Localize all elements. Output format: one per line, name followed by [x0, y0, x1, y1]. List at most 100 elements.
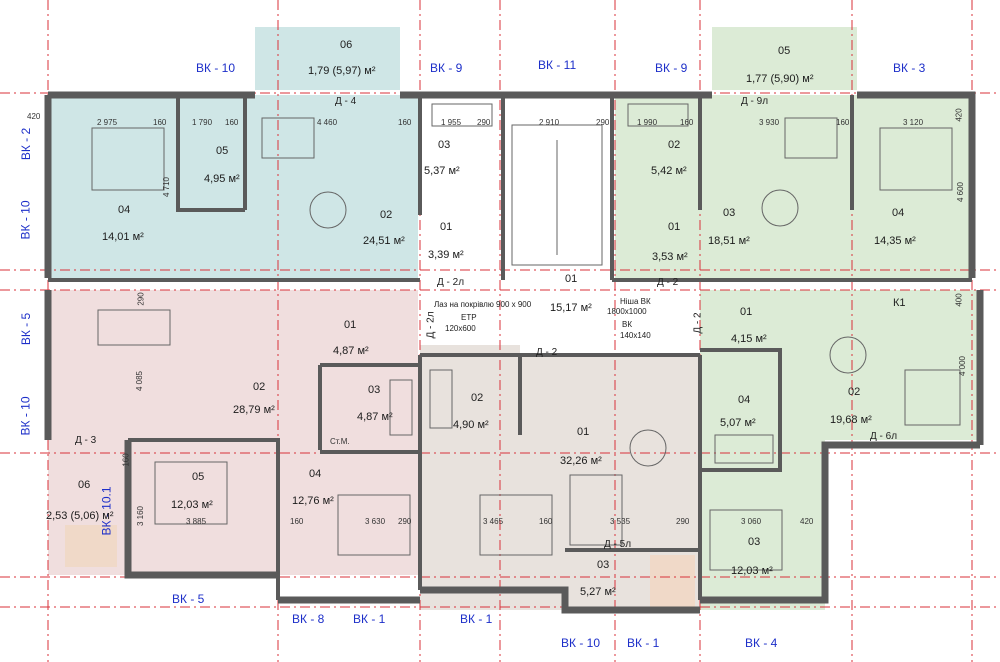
niche-size-note: 1800х1000	[607, 307, 647, 316]
dim-label: 1 990	[637, 118, 658, 127]
axis-label-bottom-1: ВК - 5	[172, 592, 205, 606]
area-label: 32,26 м²	[560, 455, 602, 467]
axis-label-left-1: ВК - 2	[19, 127, 34, 161]
table-green	[761, 189, 799, 227]
room-number: 04	[892, 207, 905, 219]
room-number: 01	[668, 221, 681, 233]
room-number: 03	[723, 207, 736, 219]
dim-label: 290	[596, 118, 610, 127]
dim-label: 290	[136, 292, 146, 306]
area-label: 4,90 м²	[453, 419, 489, 431]
room-number: 01	[740, 306, 753, 318]
tub-pink	[389, 379, 413, 436]
room-number: 02	[253, 381, 266, 393]
tub-green	[627, 103, 689, 127]
room-number: 05	[192, 471, 205, 483]
axis-label-left-2: ВК - 10	[18, 200, 33, 240]
dim-label: 3 060	[741, 517, 762, 526]
wall-bottom-beige	[420, 586, 700, 614]
axis-label-top-5: ВК - 3	[893, 61, 926, 75]
dim-label: 420	[954, 108, 964, 122]
axis-label-left-4: ВК - 10	[18, 396, 33, 436]
area-label: 19,68 м²	[830, 414, 872, 426]
room-number: 03	[368, 384, 381, 396]
dim-label: 290	[676, 517, 690, 526]
dim-label: 3 630	[365, 517, 386, 526]
area-label: 4,87 м²	[333, 345, 369, 357]
dim-label: 2 910	[539, 118, 560, 127]
room-number: 06	[340, 39, 353, 51]
area-label: 28,79 м²	[233, 404, 275, 416]
axis-label-bottom-2: ВК - 8	[292, 612, 325, 626]
axis-label-left-3: ВК - 5	[19, 312, 34, 346]
dim-label: 160	[680, 118, 694, 127]
area-label: 15,17 м²	[550, 302, 592, 314]
balcony-06-top-fill	[255, 27, 400, 90]
stm-label: Ст.М.	[330, 437, 350, 446]
bed-pink-05	[154, 461, 228, 525]
area-label: 12,76 м²	[292, 495, 334, 507]
room-number: 06	[78, 479, 91, 491]
dim-label: 3 885	[186, 517, 207, 526]
room-number: 01	[344, 319, 357, 331]
etr-note: ЕТР	[461, 313, 477, 322]
area-label: 1,79 (5,97) м²	[308, 65, 376, 77]
bed-pink-04	[337, 494, 411, 556]
niche-vk-note: Ніша ВК	[620, 297, 651, 306]
area-label: 5,07 м²	[720, 417, 756, 429]
sofa-green-lower	[904, 369, 961, 426]
door-label: Д - 2	[536, 347, 558, 358]
table-beige	[629, 429, 667, 467]
tub-teal	[431, 103, 493, 127]
dim-label: 3 465	[483, 517, 504, 526]
room-number: 02	[848, 386, 861, 398]
wall-green-bath	[700, 348, 782, 472]
bed-beige	[479, 494, 553, 556]
apartment-beige-upper-fill	[420, 345, 520, 360]
sofa-green	[784, 117, 838, 159]
room-number: 02	[668, 139, 681, 151]
etr-size-note: 120х600	[445, 324, 476, 333]
dim-label: 4 085	[135, 370, 145, 392]
dim-label: 160	[153, 118, 167, 127]
area-label: 5,27 м²	[580, 586, 616, 598]
door-label: Д - 2	[657, 277, 679, 288]
room-number: 04	[309, 468, 322, 480]
area-label: 2,53 (5,06) м²	[46, 510, 114, 522]
axis-label-bottom-6: ВК - 1	[627, 636, 660, 650]
dim-label: 1 955	[441, 118, 462, 127]
room-number: 02	[471, 392, 484, 404]
dim-label: 2 975	[97, 118, 118, 127]
bed-green-lower	[709, 509, 783, 571]
dim-label: 290	[398, 517, 412, 526]
wall-bottom-right	[700, 441, 980, 604]
apartment-green-lower-fill	[700, 290, 980, 440]
table-teal	[309, 191, 347, 229]
apartment-teal-fill	[48, 95, 418, 278]
area-label: 14,01 м²	[102, 231, 144, 243]
room-number: 03	[748, 536, 761, 548]
dim-label: 400	[954, 293, 964, 307]
area-label: 3,53 м²	[652, 251, 688, 263]
axis-label-bottom-3: ВК - 1	[353, 612, 386, 626]
room-number: 01	[577, 426, 590, 438]
dim-label: 4 460	[317, 118, 338, 127]
axis-label-top-2: ВК - 9	[430, 61, 463, 75]
bed-green	[879, 127, 953, 191]
dim-label: 160	[225, 118, 239, 127]
area-label: 24,51 м²	[363, 235, 405, 247]
room-number: 02	[380, 209, 393, 221]
area-label: 18,51 м²	[708, 235, 750, 247]
dim-label: 3 930	[759, 118, 780, 127]
area-label: 5,42 м²	[651, 165, 687, 177]
axis-label-top-3: ВК - 11	[538, 58, 577, 72]
dim-label: 4 710	[162, 176, 172, 198]
axis-label-bottom-4: ВК - 1	[460, 612, 493, 626]
wall-closet-teal	[176, 95, 245, 212]
area-label: 12,03 м²	[171, 499, 213, 511]
roof-hatch-note: Лаз на покрівлю 900 х 900	[434, 300, 532, 309]
room-number: 05	[778, 45, 791, 57]
area-label: 5,37 м²	[424, 165, 460, 177]
